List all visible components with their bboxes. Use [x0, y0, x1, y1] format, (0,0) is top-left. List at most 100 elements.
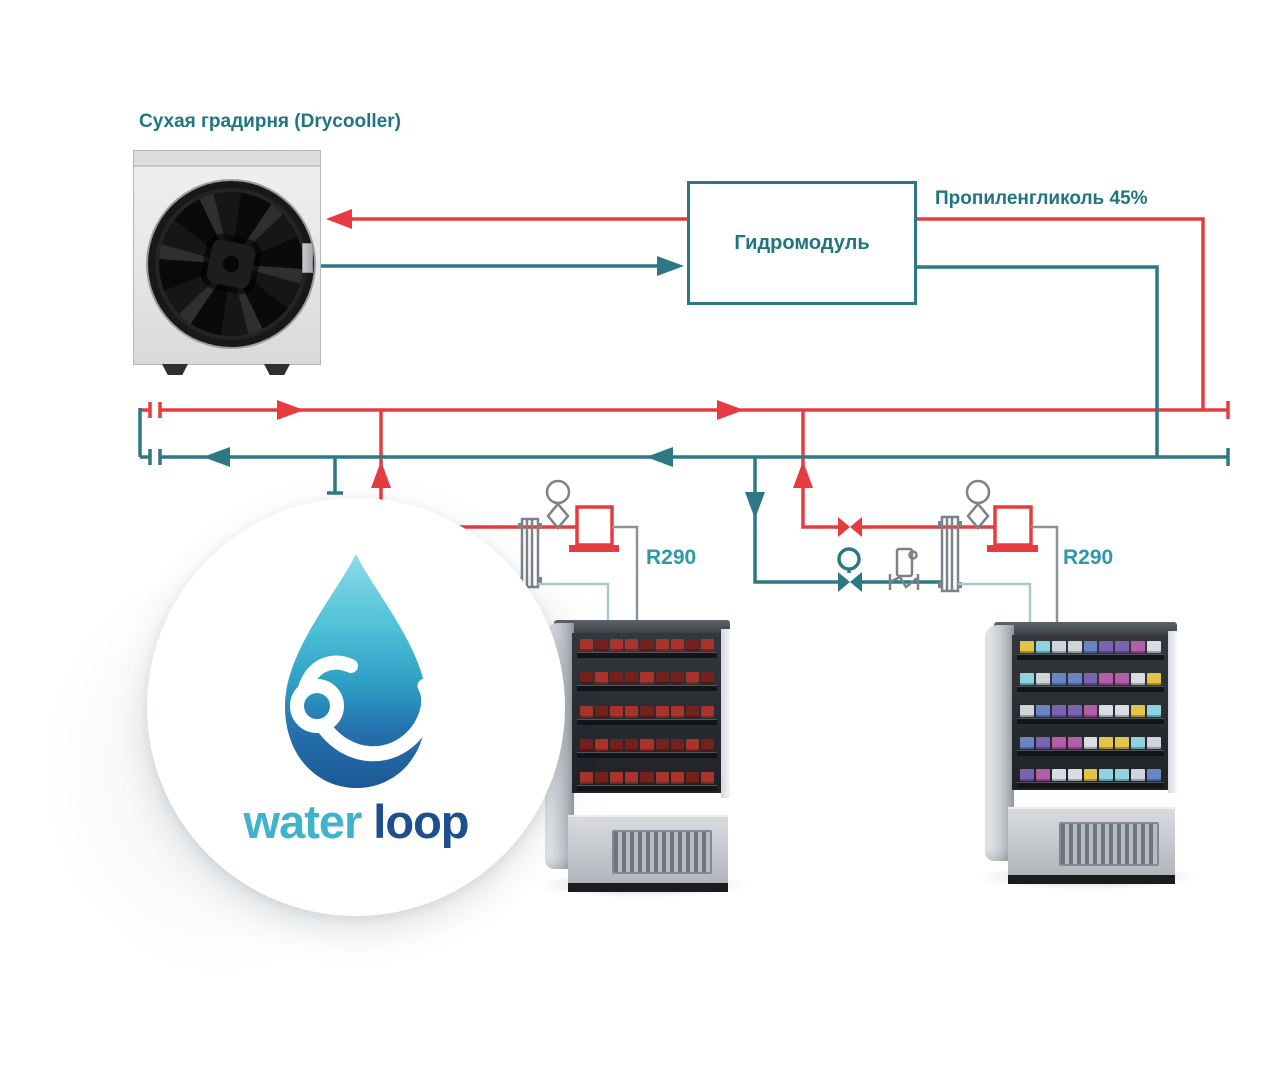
product-pack	[610, 672, 624, 685]
product-pack	[595, 672, 609, 685]
product-pack	[580, 672, 594, 685]
product-pack	[1083, 768, 1098, 781]
product-pack	[670, 672, 684, 685]
product-pack	[1051, 736, 1066, 749]
product-pack	[1035, 736, 1050, 749]
warm-glycol-line	[140, 209, 1230, 537]
product-pack	[1147, 641, 1162, 653]
product-pack	[580, 705, 594, 718]
arrow-right-into-hydromodule	[657, 256, 684, 276]
product-pack	[1115, 704, 1130, 717]
product-pack	[625, 772, 639, 785]
fan-icon	[148, 181, 314, 347]
product-pack	[1099, 672, 1114, 685]
valve-actuator-icon	[837, 547, 861, 571]
shelf-bar	[1017, 686, 1164, 692]
product-pack	[1051, 768, 1066, 781]
waterloop-drop-icon	[285, 554, 437, 788]
product-pack	[700, 739, 714, 752]
case-glass-edge	[721, 629, 730, 798]
product-row	[1020, 672, 1162, 685]
pipe-union-teal	[148, 449, 162, 465]
product-pack	[1067, 704, 1082, 717]
gauge-icon	[965, 479, 991, 505]
ventilation-grille	[1059, 822, 1159, 866]
product-pack	[1131, 736, 1146, 749]
product-pack	[700, 705, 714, 718]
safety-valve-icon	[966, 502, 990, 530]
product-pack	[640, 639, 654, 651]
shelf-bar	[577, 719, 717, 725]
product-pack	[700, 672, 714, 685]
fan-hub-center	[223, 256, 239, 272]
product-pack	[1131, 672, 1146, 685]
product-pack	[1115, 641, 1130, 653]
product-pack	[640, 672, 654, 685]
valve-teal-icon	[850, 572, 862, 592]
product-pack	[580, 739, 594, 752]
coolant-label: Пропиленгликоль 45%	[935, 188, 1148, 209]
logo-word-water: water	[243, 795, 363, 848]
product-pack	[1020, 641, 1034, 653]
drycooler-foot	[162, 364, 188, 375]
logo-word-loop: loop	[373, 795, 469, 848]
product-pack	[670, 639, 684, 651]
drycooler-title: Сухая градирня (Drycooller)	[139, 111, 401, 132]
shelf-bar	[1017, 718, 1164, 724]
product-pack	[1051, 672, 1066, 685]
product-pack	[1099, 704, 1114, 717]
hydromodule-label: Гидромодуль	[734, 231, 870, 254]
arrow-up-riser	[371, 461, 391, 488]
product-pack	[1147, 672, 1162, 685]
display-case-dairy	[985, 622, 1177, 884]
product-pack	[610, 739, 624, 752]
arrow-left-teal-bus	[646, 447, 673, 467]
arrow-down-drop	[745, 492, 765, 519]
arrow-up-riser	[793, 461, 813, 488]
case-canopy	[554, 620, 730, 635]
product-pack	[640, 705, 654, 718]
instrumentation	[518, 479, 1038, 593]
product-pack	[1115, 736, 1130, 749]
product-pack	[1067, 736, 1082, 749]
arrow-right-red-bus	[277, 400, 304, 420]
product-pack	[610, 772, 624, 785]
product-pack	[1115, 768, 1130, 781]
arrow-left-into-drycooler	[326, 209, 352, 229]
plate-heat-exchanger-icon	[518, 517, 542, 589]
case-base	[568, 815, 728, 883]
shelf-bar	[577, 786, 717, 792]
product-row	[580, 638, 714, 651]
condenser-unit-icon	[569, 505, 619, 552]
shelf-bar	[577, 753, 717, 759]
product-pack	[685, 705, 699, 718]
arrow-right-red-bus	[717, 400, 744, 420]
ventilation-grille	[612, 830, 712, 874]
product-pack	[1147, 768, 1162, 781]
display-case-meat	[545, 620, 730, 892]
product-pack	[700, 772, 714, 785]
product-pack	[655, 639, 669, 651]
shelf-bar	[1017, 750, 1164, 756]
product-pack	[1083, 641, 1098, 653]
case-shelves	[1012, 635, 1169, 790]
product-pack	[1147, 704, 1162, 717]
condenser-unit-icon	[987, 505, 1038, 552]
product-pack	[1131, 704, 1146, 717]
case-canopy	[994, 622, 1177, 637]
product-pack	[670, 772, 684, 785]
product-pack	[625, 705, 639, 718]
product-row	[580, 705, 714, 718]
shelf-bar	[1017, 655, 1164, 660]
product-pack	[595, 772, 609, 785]
product-row	[1020, 704, 1162, 717]
product-pack	[640, 739, 654, 752]
product-pack	[640, 772, 654, 785]
safety-valve-icon	[546, 502, 570, 530]
pipe-union-red	[148, 402, 162, 418]
arrow-left-teal-bus	[203, 447, 230, 467]
product-pack	[625, 639, 639, 651]
valve-red-icon	[838, 517, 850, 537]
